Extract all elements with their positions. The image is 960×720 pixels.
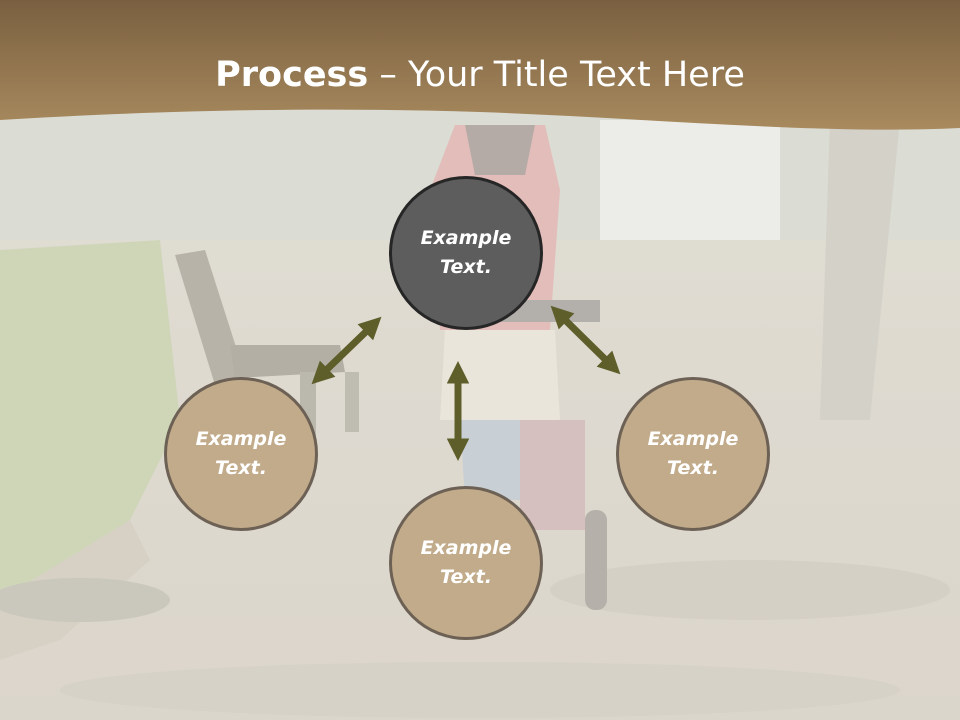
left-node-label: Example Text. <box>195 428 287 479</box>
right-node: Example Text. <box>616 377 770 531</box>
double-arrow-icon <box>550 305 621 375</box>
title-bold: Process <box>215 55 369 95</box>
left-node: Example Text. <box>164 377 318 531</box>
slide-title: Process – Your Title Text Here <box>0 52 960 98</box>
bottom-node: Example Text. <box>389 486 543 640</box>
double-arrow-icon <box>311 316 382 385</box>
right-node-label: Example Text. <box>647 428 739 479</box>
center-node-label: Example Text. <box>420 227 512 278</box>
title-rest: – Your Title Text Here <box>368 55 745 95</box>
center-node: Example Text. <box>389 176 543 330</box>
bottom-node-label: Example Text. <box>420 537 512 588</box>
